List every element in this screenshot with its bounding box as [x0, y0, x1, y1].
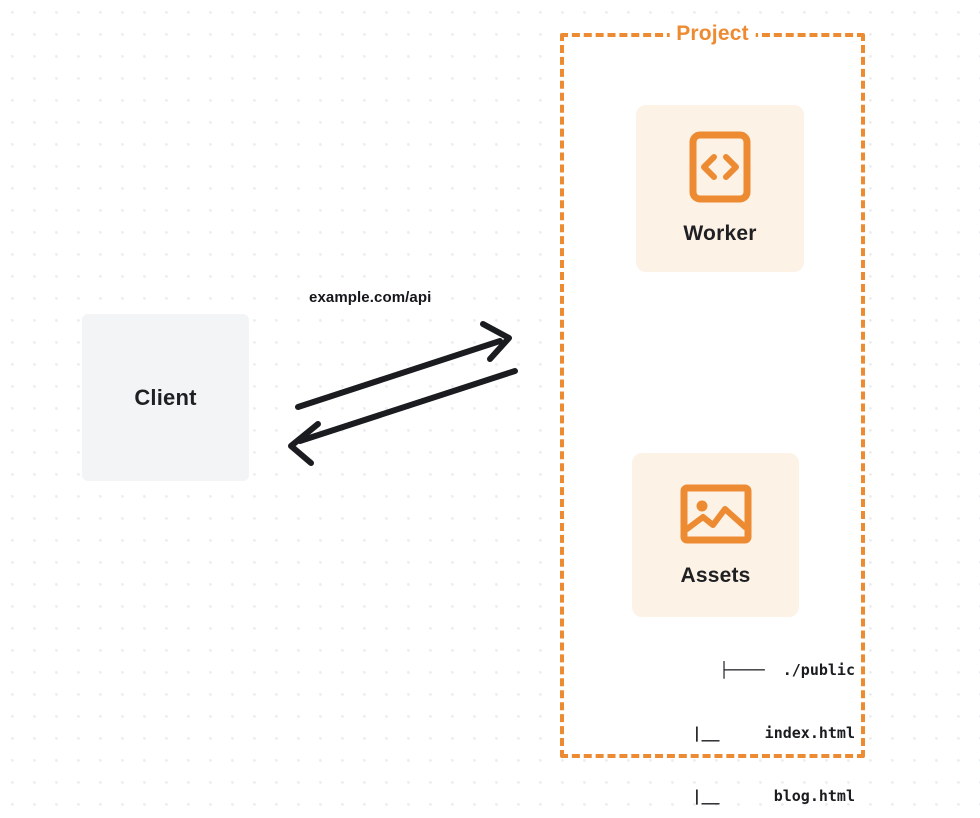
client-label: Client: [134, 384, 197, 410]
file-tree-row: |__ index.html: [674, 724, 855, 742]
project-title: Project: [669, 22, 756, 46]
response-arrow: [288, 368, 518, 466]
file-tree: ├──── ./public |__ index.html |__ blog.h…: [610, 618, 855, 818]
worker-label: Worker: [683, 222, 757, 245]
assets-label: Assets: [680, 563, 751, 587]
code-brackets-icon: [689, 131, 751, 208]
request-arrow: [295, 321, 512, 410]
file-tree-row: ├──── ./public: [719, 661, 855, 679]
file-tree-row: |__ blog.html: [674, 787, 855, 805]
project-container[interactable]: Project Worker Assets: [560, 22, 865, 805]
worker-node[interactable]: Worker: [636, 105, 804, 272]
client-node[interactable]: Client: [82, 314, 249, 481]
image-icon: [680, 483, 752, 550]
connection-label: example.com/api: [309, 289, 432, 306]
assets-node[interactable]: Assets: [632, 453, 799, 617]
